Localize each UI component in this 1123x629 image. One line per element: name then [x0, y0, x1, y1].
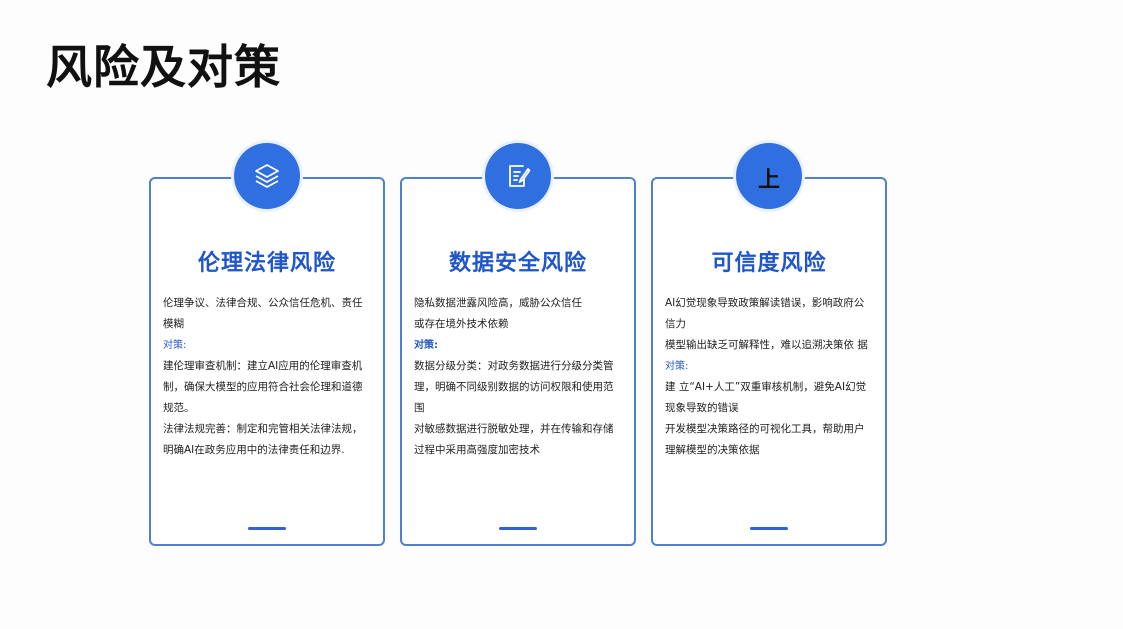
measures-label: 对策: [163, 340, 187, 351]
page-title: 风险及对策 [46, 40, 281, 94]
measure-text: 建伦理审查机制：建立AI应用的伦理审查机制，确保大模型的应用符合社会伦理和道德规… [163, 360, 363, 414]
measure-text: 开发模型决策路径的可视化工具，帮助用户理解模型的决策依据 [665, 423, 865, 456]
risk-card-data-security: 数据安全风险 隐私数据泄露风险高，威胁公众信任 或存在境外技术依赖 对策: 数据… [400, 143, 636, 546]
risk-text: 伦理争议、法律合规、公众信任危机、责任模糊 [163, 297, 363, 330]
risk-text: AI幻觉现象导致政策解读错误，影响政府公信力 [665, 297, 865, 330]
card-title: 数据安全风险 [448, 251, 587, 276]
card-badge: 上 [736, 143, 802, 209]
measure-text: 法律法规完善：制定和完管相关法律法规，明确AI在政务应用中的法律责任和边界. [163, 423, 363, 456]
card-bottom-bar [750, 527, 788, 530]
card-title: 可信度风险 [711, 251, 827, 276]
card-badge [485, 143, 551, 209]
card-body: 伦理争议、法律合规、公众信任危机、责任模糊 对策: 建伦理审查机制：建立AI应用… [163, 293, 371, 461]
risk-text: 隐私数据泄露风险高，威胁公众信任 [414, 297, 582, 309]
risk-text: 或存在境外技术依赖 [414, 318, 509, 330]
risk-card-credibility: 上 可信度风险 AI幻觉现象导致政策解读错误，影响政府公信力 模型输出缺乏可解释… [651, 143, 887, 546]
card-bottom-bar [248, 527, 286, 530]
card-body: AI幻觉现象导致政策解读错误，影响政府公信力 模型输出缺乏可解释性，难以追溯决策… [665, 293, 873, 461]
risk-text: 模型输出缺乏可解释性，难以追溯决策依 据 [665, 339, 868, 351]
measures-label: 对策: [665, 361, 689, 372]
card-title: 伦理法律风险 [197, 251, 336, 276]
measures-label: 对策: [414, 340, 438, 351]
card-body: 隐私数据泄露风险高，威胁公众信任 或存在境外技术依赖 对策: 数据分级分类：对政… [414, 293, 622, 461]
measure-text: 建 立“AI+人工”双重审核机制，避免AI幻觉现象导致的错误 [665, 381, 867, 414]
measure-text: 数据分级分类：对政务数据进行分级分类管理，明确不同级别数据的访问权限和使用范围 [414, 360, 614, 414]
layers-icon [255, 164, 279, 188]
measure-text: 对敏感数据进行脱敏处理，并在传输和存储过程中采用高强度加密技术 [414, 423, 614, 456]
document-edit-icon [509, 165, 531, 187]
card-badge [234, 143, 300, 209]
text-glyph-icon: 上 [757, 168, 780, 193]
risk-card-ethics-law: 伦理法律风险 伦理争议、法律合规、公众信任危机、责任模糊 对策: 建伦理审查机制… [149, 143, 385, 546]
card-bottom-bar [499, 527, 537, 530]
